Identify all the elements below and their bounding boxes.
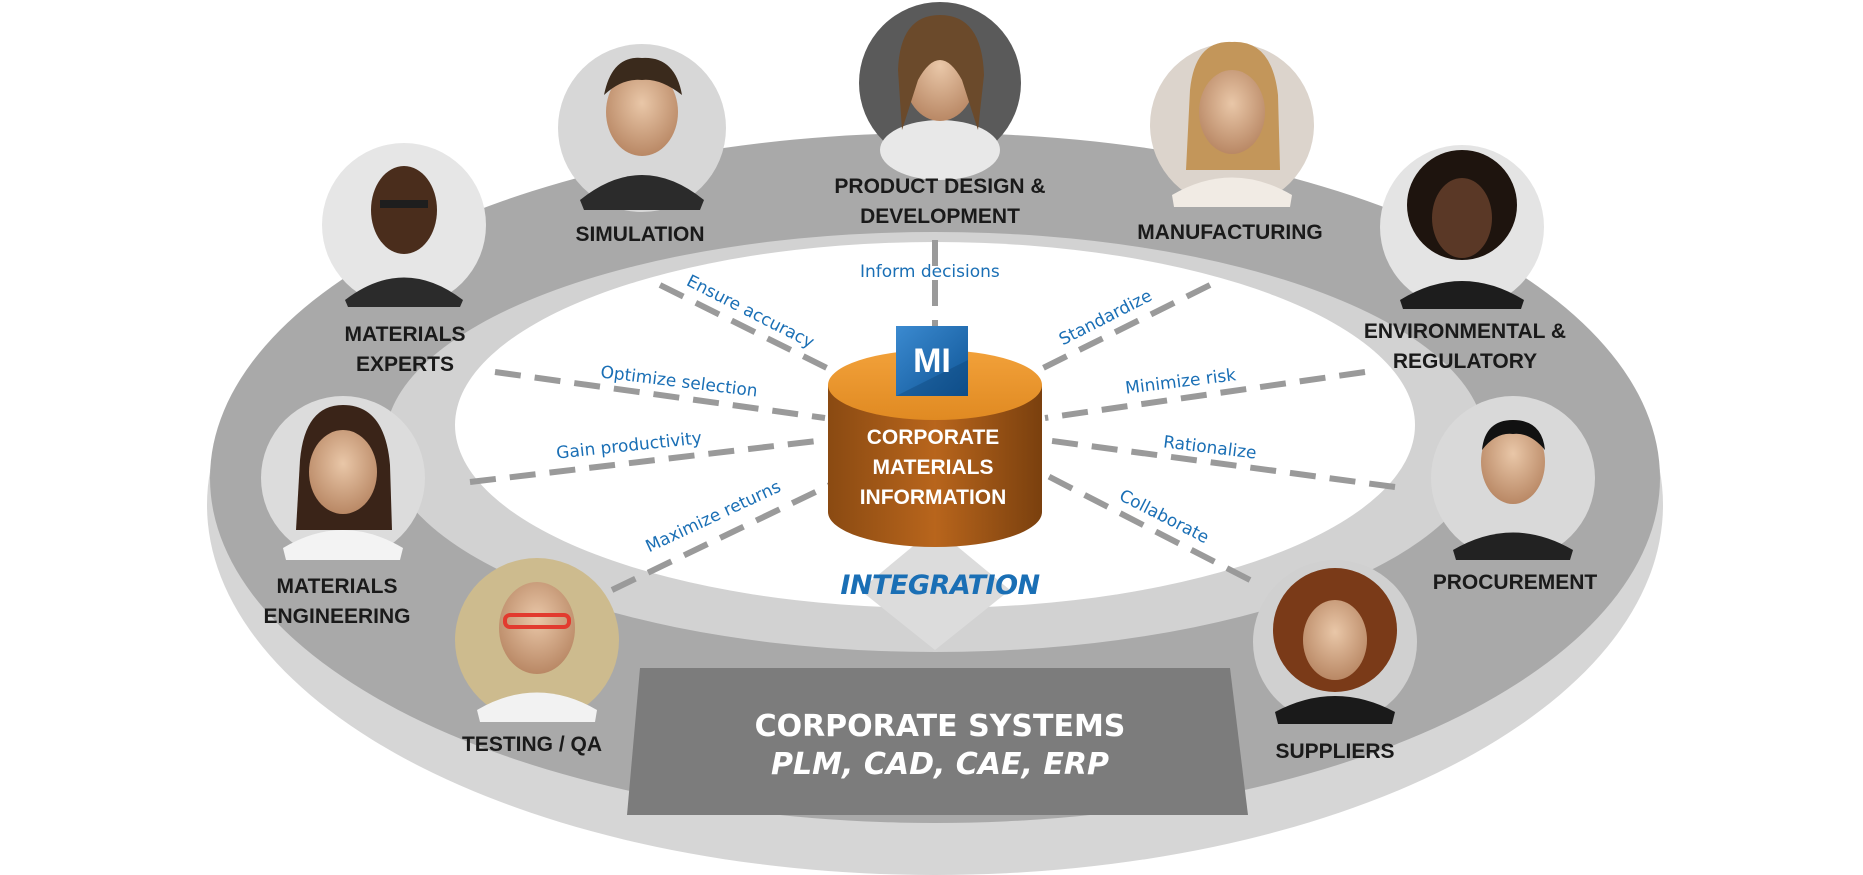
spoke-productivity [469,437,826,485]
avatar-materials-engineering [261,396,425,560]
corporate-systems-title: CORPORATE SYSTEMS [754,709,1126,744]
benefit-inform: Inform decisions [860,262,1000,282]
role-manufacturing: MANUFACTURING [1137,221,1323,244]
spoke-standardize [1033,282,1212,375]
role-suppliers: SUPPLIERS [1275,740,1395,763]
avatar-simulation [558,44,726,212]
avatars [261,2,1595,724]
role-product-design: PRODUCT DESIGN & DEVELOPMENT [834,175,1046,228]
role-materials-experts: MATERIALS EXPERTS [344,323,466,376]
mi-logo: MI [913,341,951,380]
spoke-rationalize [1044,437,1396,490]
integration-label: INTEGRATION [840,570,1040,601]
role-materials-engineering: MATERIALS ENGINEERING [263,575,411,628]
database-label: CORPORATE MATERIALS INFORMATION [859,426,1007,509]
corporate-systems-list: PLM, CAD, CAE, ERP [771,747,1109,782]
avatar-suppliers [1253,560,1417,724]
role-procurement: PROCUREMENT [1432,571,1598,594]
mi-logo-box [896,326,968,396]
avatar-procurement [1431,396,1595,560]
avatar-environmental [1380,145,1544,309]
avatar-testing [455,558,619,722]
spoke-minimize [1044,369,1366,421]
role-simulation: SIMULATION [575,223,705,246]
avatar-manufacturing [1150,41,1314,207]
spoke-accuracy [658,282,837,375]
role-testing: TESTING / QA [461,733,602,756]
integration-diamond [860,528,1010,650]
spoke-returns [610,482,832,593]
corporate-systems-label: CORPORATE SYSTEMS PLM, CAD, CAE, ERP [680,708,1200,784]
spoke-optimize [494,369,826,421]
avatar-materials-experts [322,143,486,307]
role-environmental: ENVIRONMENTAL & REGULATORY [1363,320,1567,373]
corporate-systems-block [627,668,1248,815]
avatar-product-design [859,2,1021,180]
